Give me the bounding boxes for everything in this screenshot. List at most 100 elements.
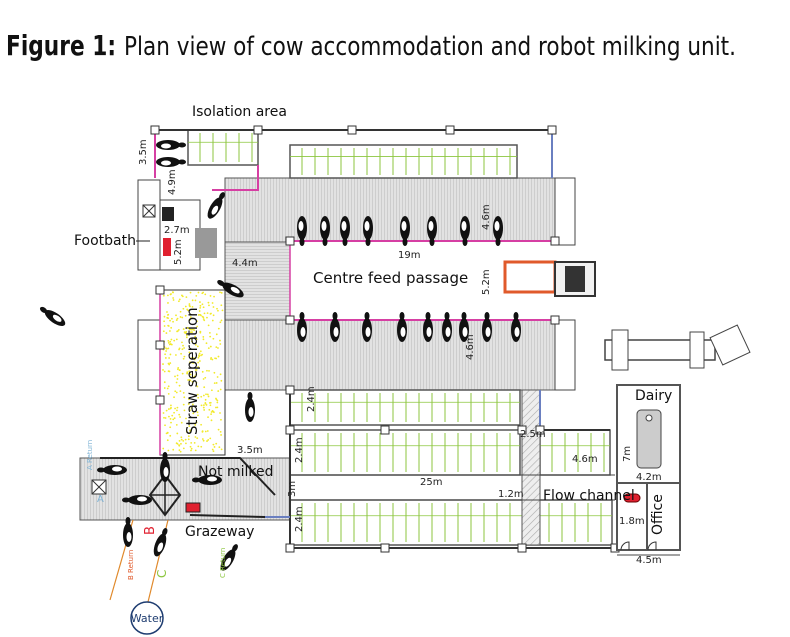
straw-dot	[201, 430, 204, 433]
straw-separation-label: Straw seperation	[183, 307, 201, 435]
straw-dot	[213, 382, 216, 385]
post	[285, 236, 295, 246]
straw-dot	[170, 406, 172, 409]
cow-icon	[423, 312, 433, 342]
c-return-label: C Return	[219, 548, 227, 578]
straw-dot	[166, 387, 169, 390]
straw-dot	[176, 378, 179, 380]
dim-label: 19m	[398, 250, 420, 261]
straw-dot	[176, 432, 179, 435]
straw-dot	[219, 343, 222, 345]
cow-icon	[400, 216, 410, 246]
cow-patch	[321, 221, 327, 231]
straw-dot	[204, 430, 207, 433]
dim-label: 25m	[420, 477, 442, 488]
straw-dot	[167, 339, 170, 342]
straw-dot	[173, 396, 175, 399]
straw-dot	[210, 413, 212, 416]
straw-dot	[201, 303, 204, 306]
straw-dot	[206, 316, 208, 319]
cow-icon	[320, 216, 330, 246]
straw-dot	[178, 444, 181, 447]
straw-dot	[210, 419, 213, 422]
straw-dot	[219, 388, 222, 391]
straw-dot	[183, 396, 186, 399]
straw-dot	[216, 376, 219, 378]
cow-patch	[365, 327, 371, 337]
robot-milking-unit	[142, 199, 217, 271]
cow-head	[342, 238, 348, 246]
straw-dot	[176, 374, 179, 377]
straw-dot	[210, 389, 213, 392]
straw-dot	[211, 302, 214, 304]
straw-dot	[195, 373, 198, 376]
cow-icon	[493, 216, 503, 246]
straw-dot	[175, 381, 178, 384]
straw-dot	[196, 320, 198, 323]
cow-icon	[220, 544, 238, 571]
straw-dot	[195, 381, 198, 384]
straw-dot	[191, 380, 194, 383]
straw-dot	[189, 291, 192, 294]
straw-dot	[207, 347, 210, 350]
cow-head	[178, 159, 186, 165]
dim-label: 2.7m	[164, 225, 190, 236]
straw-dot	[183, 347, 186, 349]
cow-patch	[126, 532, 132, 542]
grazeway-label: Grazeway	[185, 524, 254, 540]
straw-dot	[200, 404, 203, 407]
cow-icon	[245, 392, 255, 422]
straw-dot	[212, 314, 215, 317]
cow-head	[39, 306, 48, 314]
cow-icon	[362, 312, 372, 342]
straw-dot	[190, 407, 193, 409]
straw-dot	[194, 436, 197, 438]
straw-dot	[201, 370, 204, 373]
straw-dot	[178, 449, 181, 452]
straw-dot	[182, 439, 185, 442]
dim-label: 2.4m	[294, 506, 305, 532]
cow-patch	[333, 327, 339, 337]
straw-dot	[169, 426, 172, 429]
straw-dot	[206, 369, 208, 372]
straw-dot	[221, 309, 224, 312]
straw-dot	[199, 304, 202, 307]
straw-dot	[190, 361, 193, 364]
straw-dot	[198, 354, 200, 357]
cow-head	[495, 238, 501, 246]
straw-dot	[197, 366, 200, 368]
cows	[39, 140, 521, 571]
dim-label: 7m	[622, 446, 633, 462]
cow-head	[125, 517, 131, 525]
cow-patch	[300, 327, 306, 337]
straw-dot	[165, 409, 168, 412]
cow-head	[429, 238, 435, 246]
cow-head	[122, 497, 130, 503]
cow-head	[322, 238, 328, 246]
straw-dot	[197, 291, 200, 294]
straw-dot	[209, 335, 212, 338]
post	[550, 315, 560, 325]
straw-dot	[212, 410, 215, 413]
straw-dot	[200, 423, 203, 426]
straw-dot	[188, 372, 191, 374]
cow-icon	[122, 495, 152, 505]
straw-dot	[173, 417, 176, 420]
cubicle-row	[289, 389, 521, 426]
straw-dot	[208, 331, 211, 334]
straw-dot	[162, 363, 164, 365]
straw-dot	[188, 304, 191, 307]
straw-dot	[188, 319, 191, 322]
straw-dot	[206, 312, 209, 314]
straw-dot	[177, 366, 180, 369]
straw-dot	[174, 390, 177, 393]
straw-dot	[169, 293, 172, 296]
cow-head	[484, 312, 490, 320]
straw-dot	[217, 428, 220, 431]
cubicle-row	[289, 429, 521, 476]
cow-patch	[157, 542, 164, 552]
cubicle-frame	[539, 429, 611, 476]
straw-dot	[175, 354, 177, 356]
straw-dot	[185, 336, 188, 339]
